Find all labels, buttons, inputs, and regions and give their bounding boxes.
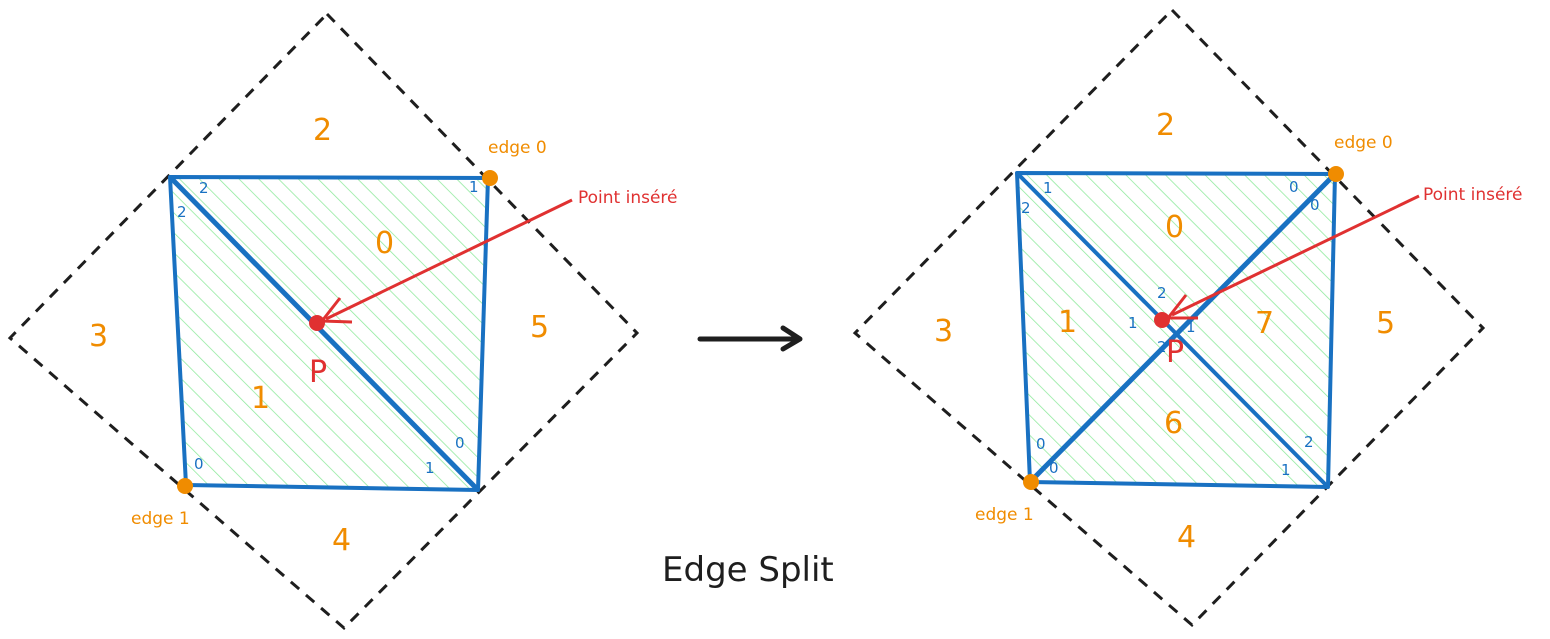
right-point-inserted-label: Point inséré [1423,185,1523,205]
left-arrow-line [325,198,573,321]
right-dashed-diamond [852,7,1486,628]
right-split-edge [1028,172,1337,484]
left-point-inserted-label: Point inséré [578,188,678,208]
right-triangle-label: 4 [1177,520,1196,555]
right-diagonal-edge [1015,171,1330,489]
left-vertex-index: 2 [177,203,187,221]
left-dashed-diamond [7,11,640,631]
left-diagonal-edge [168,175,480,492]
left-triangle-label: 4 [332,523,351,558]
right-vertex-index: 2 [1304,433,1314,451]
right-diagram: 0 1 2 3 4 5 6 7 1 2 0 0 0 0 2 1 1 2 2 1 … [852,7,1523,628]
right-triangle-label: 0 [1165,210,1184,245]
left-edge1-vertex [177,478,193,494]
right-edge1-label: edge 1 [975,505,1034,525]
left-triangle-label: 2 [313,113,332,148]
right-edge0-label: edge 0 [1334,133,1393,153]
right-vertex-index: 2 [1157,284,1167,302]
left-edge0-label: edge 0 [488,138,547,158]
left-vertex-index: 0 [194,455,204,473]
right-vertex-index: 1 [1281,461,1291,479]
left-edge1-label: edge 1 [131,509,190,529]
right-point-p [1154,312,1170,328]
transition-arrow [697,325,803,352]
right-triangle-label: 5 [1376,306,1395,341]
left-triangle-label: 0 [375,226,394,261]
left-vertex-index: 1 [425,459,435,477]
left-vertex-index: 2 [199,179,209,197]
right-edge1-vertex [1023,474,1039,490]
right-vertex-index: 2 [1157,338,1167,356]
right-triangle-label: 3 [934,314,953,349]
right-vertex-index: 0 [1049,459,1059,477]
right-vertex-index: 1 [1186,318,1196,336]
left-point-p [309,315,325,331]
right-arrow-line [1171,194,1420,317]
left-triangle-label: 3 [89,319,108,354]
right-vertex-index: 0 [1289,178,1299,196]
left-triangle-label: 1 [251,381,270,416]
left-p-label: P [309,355,327,390]
right-vertex-index: 1 [1043,179,1053,197]
right-p-label: P [1166,335,1184,370]
right-vertex-index: 1 [1128,314,1138,332]
right-triangle-label: 2 [1156,108,1175,143]
right-edge0-vertex [1328,166,1344,182]
left-edge0-vertex [482,170,498,186]
left-vertex-index: 1 [469,178,479,196]
right-vertex-index: 0 [1310,196,1320,214]
left-diagram: 0 1 2 3 4 5 2 2 1 0 0 1 edge 0 edge 1 Po… [7,11,678,631]
right-triangle-label: 6 [1164,406,1183,441]
left-triangle-label: 5 [530,310,549,345]
right-vertex-index: 0 [1036,435,1046,453]
right-vertex-index: 2 [1021,199,1031,217]
right-triangle-label: 7 [1255,306,1274,341]
diagram-title: Edge Split [662,550,834,590]
left-vertex-index: 0 [455,434,465,452]
right-triangle-label: 1 [1058,305,1077,340]
